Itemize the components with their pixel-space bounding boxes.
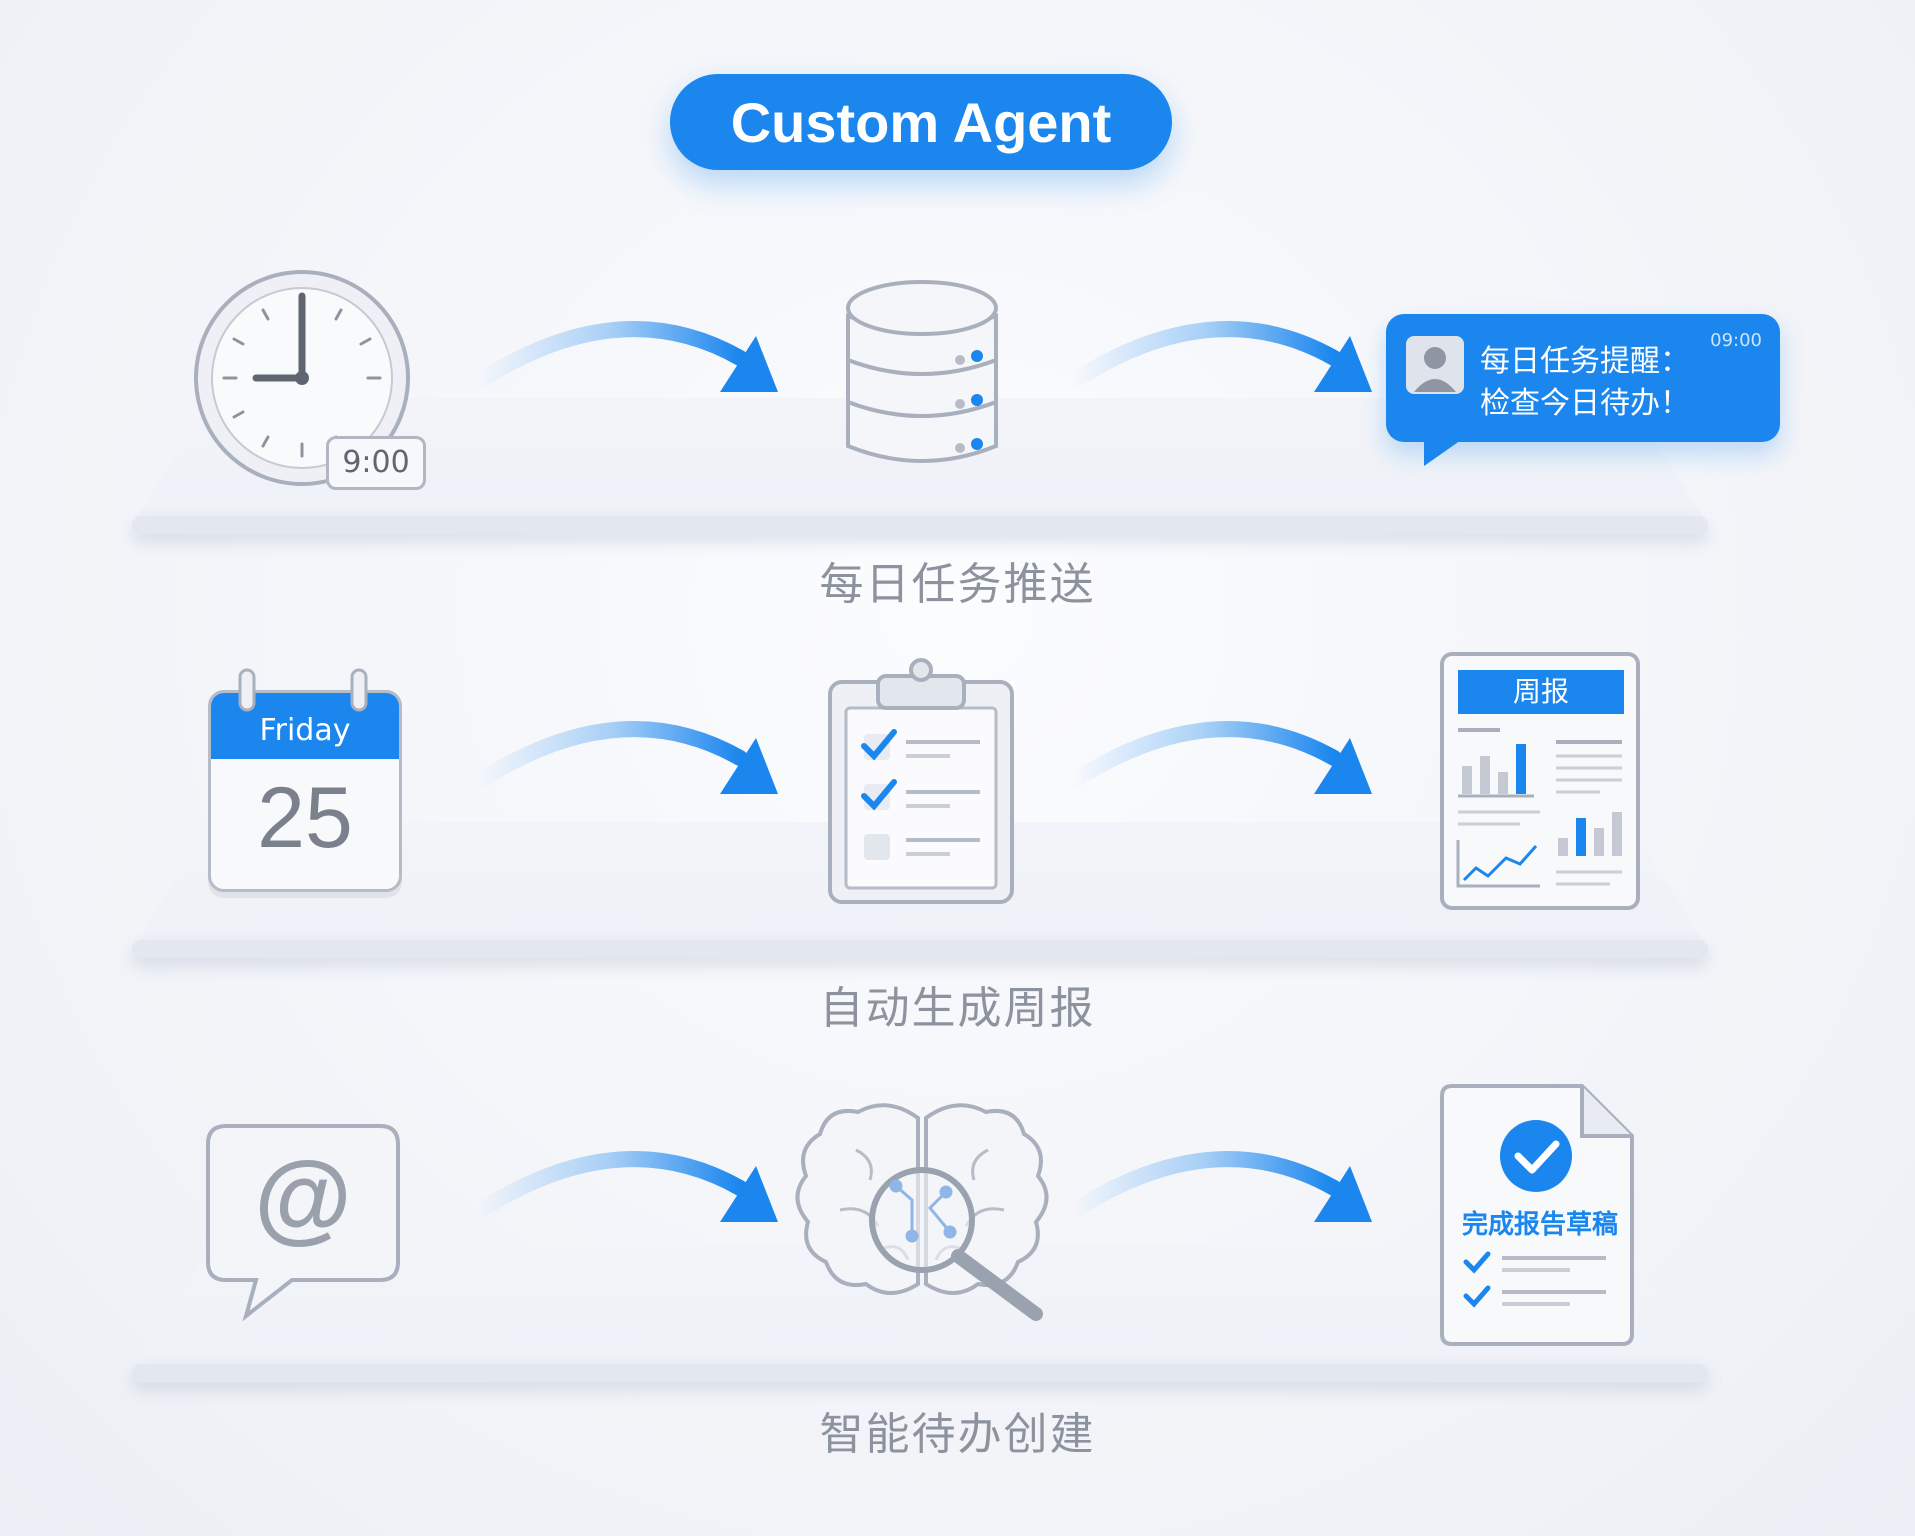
arrow-icon bbox=[1064, 721, 1372, 794]
clock-icon bbox=[194, 270, 410, 486]
arrow-icon bbox=[470, 1151, 778, 1222]
report-title: 周报 bbox=[1458, 670, 1624, 714]
at-mention-bubble-icon bbox=[206, 1124, 400, 1322]
row-label-smart-todo: 智能待办创建 bbox=[819, 1409, 1096, 1460]
draft-title: 完成报告草稿 bbox=[1461, 1210, 1618, 1240]
notification-title: 每日任务提醒： bbox=[1480, 344, 1690, 379]
at-symbol: @ bbox=[254, 1141, 352, 1253]
calendar-icon: Friday 25 bbox=[208, 690, 402, 892]
brain-search-icon bbox=[795, 1103, 1049, 1321]
brain-circuit-icon bbox=[889, 1179, 957, 1243]
avatar bbox=[1406, 336, 1464, 394]
report-document-icon bbox=[1440, 652, 1640, 910]
chat-notification-icon: 每日任务提醒： 检查今日待办！ 09:00 bbox=[1386, 314, 1780, 466]
checklist-clipboard-icon bbox=[828, 658, 1014, 904]
database-icon bbox=[846, 280, 998, 463]
arrow-icon bbox=[1064, 321, 1372, 392]
calendar-rings-icon bbox=[238, 668, 368, 712]
bubble-tail bbox=[1424, 438, 1464, 466]
notification-body: 检查今日待办！ bbox=[1480, 386, 1690, 421]
notification-time: 09:00 bbox=[1710, 330, 1762, 351]
avatar-icon bbox=[1414, 347, 1456, 392]
completed-document-icon bbox=[1440, 1084, 1634, 1346]
arrow-icon bbox=[470, 321, 778, 392]
clock-time-badge: 9:00 bbox=[326, 436, 426, 490]
page-title: Custom Agent bbox=[670, 74, 1172, 170]
arrow-icon bbox=[1064, 1151, 1372, 1222]
calendar-date: 25 bbox=[257, 770, 353, 866]
database-indicator-icon bbox=[955, 350, 983, 453]
arrow-icon bbox=[470, 721, 778, 794]
row-label-daily-push: 每日任务推送 bbox=[819, 559, 1096, 610]
row-label-weekly-report: 自动生成周报 bbox=[819, 983, 1096, 1034]
